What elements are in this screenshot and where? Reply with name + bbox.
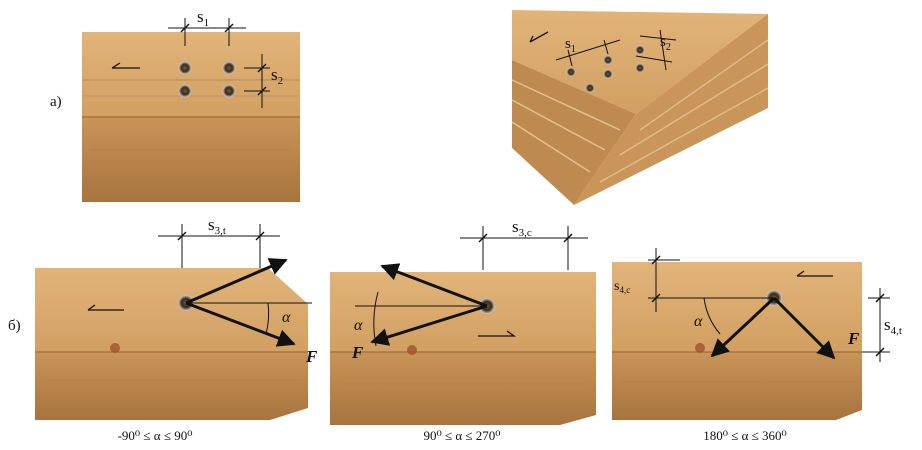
angle-label: α	[694, 313, 703, 330]
part-label-a: а)	[50, 94, 62, 110]
caption-panel-2: 90⁰ ≤ α ≤ 270⁰	[423, 428, 500, 443]
knot	[695, 343, 705, 353]
grain-direction-arrow	[796, 270, 833, 277]
caption-panel-1: -90⁰ ≤ α ≤ 90⁰	[118, 428, 193, 443]
screw-head	[585, 83, 595, 93]
grain-direction-arrow	[87, 304, 124, 311]
block-top-right	[511, 10, 769, 205]
dim-s4t: s4,t	[884, 315, 902, 337]
force-arrow	[185, 258, 288, 305]
force-label: F	[305, 347, 318, 366]
dim-s3t: s3,t	[208, 215, 226, 237]
screw-head	[178, 61, 192, 75]
dim-s2-top-right: s2	[660, 34, 671, 53]
block-top-left	[82, 18, 300, 202]
screw-head	[178, 84, 192, 98]
angle-label: α	[354, 317, 363, 334]
dim-s3c: s3,c	[512, 217, 532, 239]
dim-s1-top-right: s1	[565, 36, 576, 55]
force-arrow	[370, 304, 488, 346]
force-arrow	[185, 301, 296, 347]
block-panel-1	[35, 224, 312, 420]
grain-direction-arrow	[478, 330, 517, 337]
caption-panel-3: 180⁰ ≤ α ≤ 360⁰	[703, 428, 787, 443]
knot	[110, 343, 120, 353]
force-arrow	[380, 263, 488, 308]
force-label: F	[847, 329, 860, 348]
angle-arc	[703, 297, 721, 335]
angle-arc	[265, 302, 270, 335]
screw-head	[635, 63, 645, 73]
knot	[407, 345, 417, 355]
force-label: F	[351, 343, 364, 362]
screw-head	[222, 61, 236, 75]
screw-head	[222, 84, 236, 98]
block-panel-3	[612, 248, 890, 420]
force-arrow	[710, 296, 776, 358]
part-label-b: б)	[8, 318, 21, 334]
grain-direction-arrow	[111, 62, 140, 69]
angle-label: α	[282, 309, 291, 326]
dim-s4c: s4,c	[614, 279, 630, 295]
dim-s1-top-left: s1	[197, 7, 209, 29]
angle-arc	[373, 291, 379, 347]
screw-head	[635, 45, 645, 55]
force-arrow	[772, 296, 836, 360]
screw-head	[603, 55, 613, 65]
screw-head	[566, 67, 576, 77]
grain-direction-arrow	[529, 31, 549, 43]
screw-head	[603, 69, 613, 79]
dim-s2-top-left: s2	[271, 65, 283, 87]
block-panel-2	[330, 226, 596, 425]
